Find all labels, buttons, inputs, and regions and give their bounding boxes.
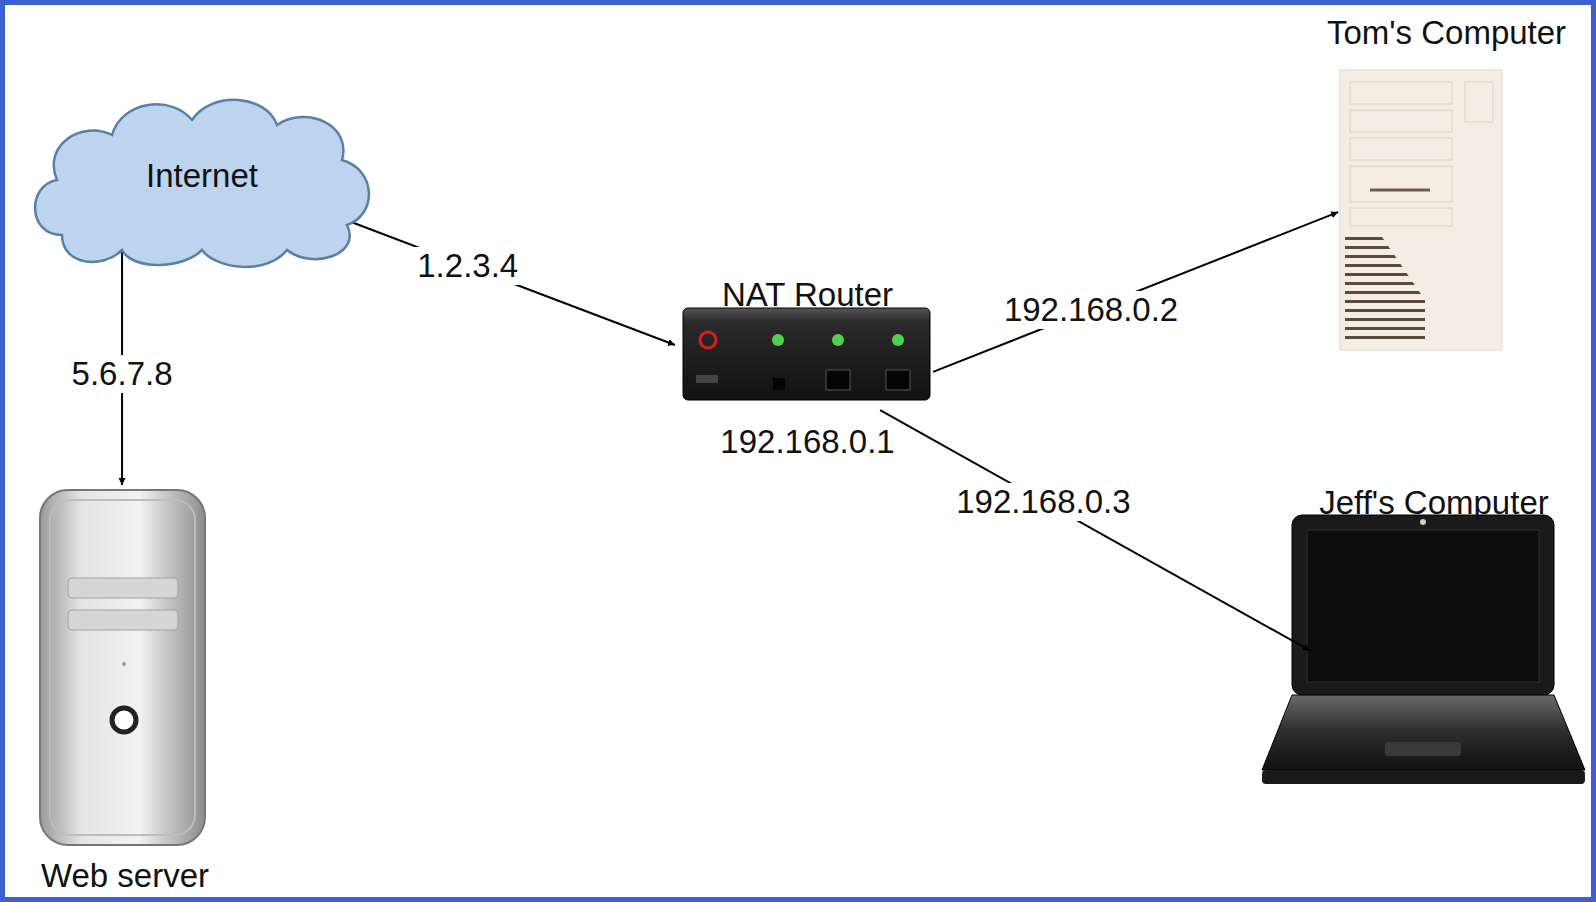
server-icon bbox=[40, 490, 205, 845]
ip-address-label: 5.6.7.8 bbox=[64, 355, 181, 393]
ip-address-label: 192.168.0.2 bbox=[996, 291, 1186, 329]
server-node: Web server bbox=[20, 485, 230, 895]
ip-address-label: 1.2.3.4 bbox=[409, 247, 526, 285]
laptop-node: Jeff's Computer bbox=[1280, 482, 1588, 794]
network-link bbox=[346, 220, 675, 345]
node-title: Internet bbox=[22, 157, 382, 195]
laptop-icon bbox=[1262, 515, 1585, 784]
ip-address: 192.168.0.1 bbox=[675, 423, 940, 461]
cloud-node: Internet bbox=[22, 85, 382, 270]
node-title: Tom's Computer bbox=[1305, 14, 1588, 52]
node-title: Jeff's Computer bbox=[1280, 484, 1588, 522]
network-link bbox=[880, 410, 1310, 650]
ip-address-label: 192.168.0.3 bbox=[948, 483, 1138, 521]
network-link bbox=[933, 212, 1338, 372]
router-node: NAT Router 192.168.0.1 bbox=[675, 272, 940, 464]
tower-computer-icon bbox=[1340, 70, 1502, 350]
node-title: Web server bbox=[20, 857, 230, 895]
node-title: NAT Router bbox=[675, 276, 940, 314]
router-icon bbox=[683, 308, 930, 400]
computer-node: Tom's Computer bbox=[1305, 12, 1588, 357]
